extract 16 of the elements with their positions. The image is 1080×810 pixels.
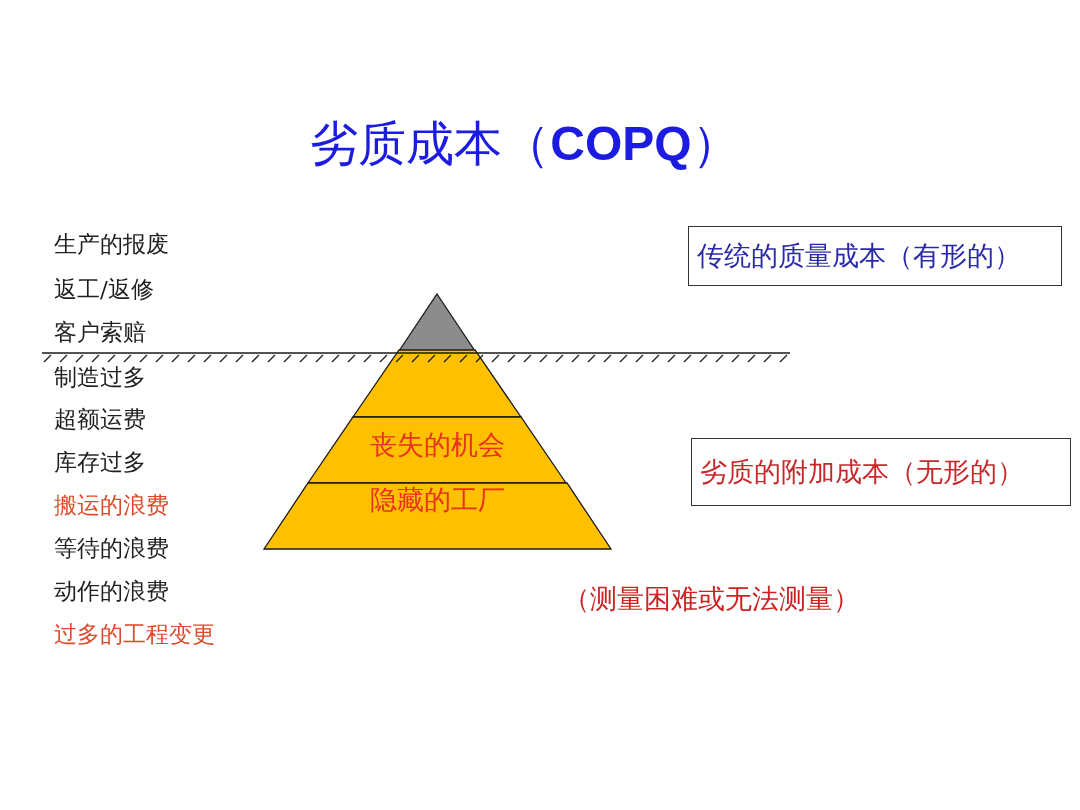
cost-item-text: 库存过多 xyxy=(54,448,146,477)
cost-item-text: 生产的报废 xyxy=(54,230,169,259)
cost-item-text: 制造过多 xyxy=(54,363,146,392)
band-label: 丧失的机会 xyxy=(368,429,506,461)
cost-item-text: 客户索赔 xyxy=(54,318,146,347)
cost-category-box: 传统的质量成本（有形的） xyxy=(688,226,1062,286)
cost-category-box: 劣质的附加成本（无形的） xyxy=(691,438,1071,506)
title: 劣质成本（COPQ） xyxy=(310,116,740,172)
band-label: 隐藏的工厂 xyxy=(369,484,506,516)
cost-item-text: 动作的浪费 xyxy=(54,577,169,606)
cost-item-text: 等待的浪费 xyxy=(54,534,169,563)
cost-item-text: 过多的工程变更 xyxy=(54,620,215,649)
cost-item-text: 超额运费 xyxy=(54,405,146,434)
cost-item-text: 搬运的浪费 xyxy=(54,491,169,520)
cost-item-text: 返工/返修 xyxy=(54,275,154,304)
note-text: （测量困难或无法测量） xyxy=(563,582,860,616)
